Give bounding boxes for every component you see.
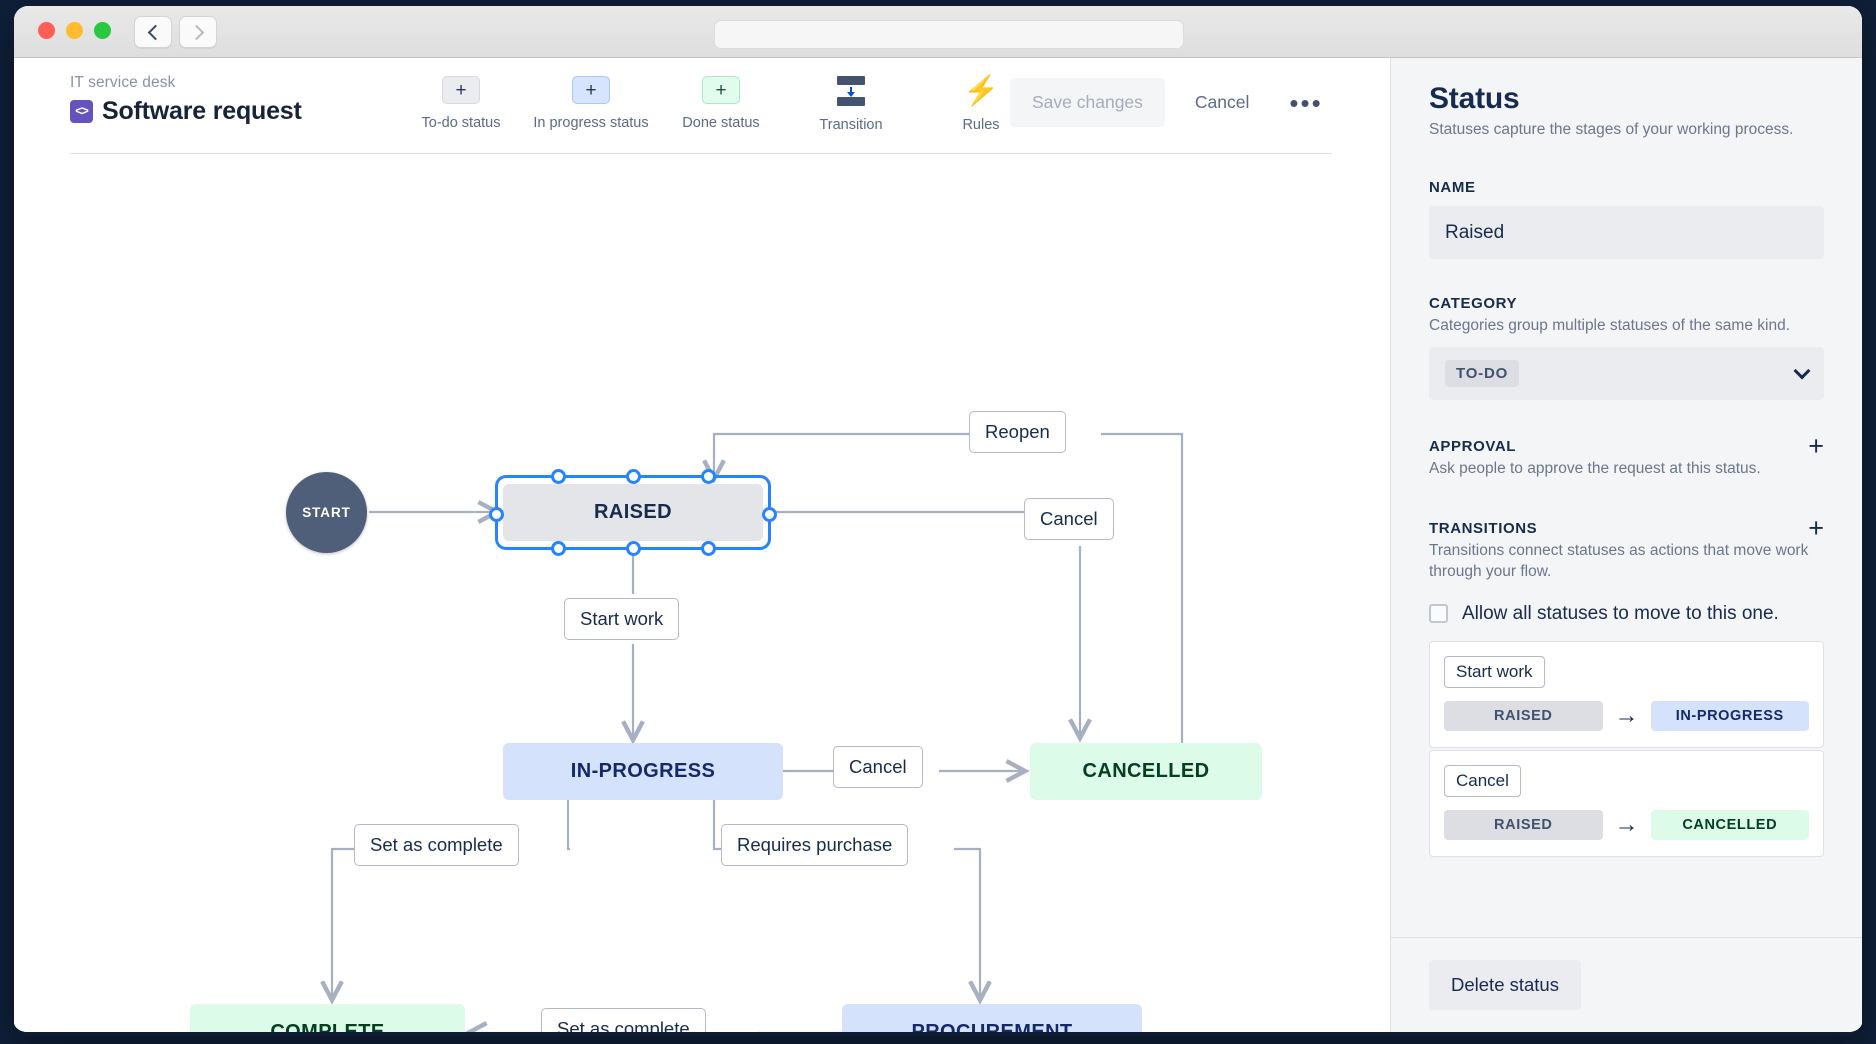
breadcrumb-block: IT service desk <> Software request — [70, 74, 302, 126]
allow-all-statuses-label: Allow all statuses to move to this one. — [1462, 602, 1779, 624]
editor-toolbar: + To-do status + In progress status + Do… — [396, 68, 1046, 133]
edge-label-start-work[interactable]: Start work — [564, 598, 680, 640]
breadcrumb[interactable]: IT service desk — [70, 74, 176, 91]
add-in-progress-status-tool[interactable]: + In progress status — [526, 68, 656, 133]
node-raised[interactable]: RAISED — [503, 484, 763, 541]
address-bar[interactable] — [714, 20, 1184, 49]
workflow-canvas[interactable]: START RAISED IN-PROGRESS CANCELLED COMPL… — [14, 154, 1390, 1032]
chevron-right-icon — [188, 24, 204, 40]
header-divider — [70, 153, 1332, 154]
name-section: NAME — [1429, 179, 1824, 259]
transitions-section: TRANSITIONS + Transitions connect status… — [1429, 513, 1824, 857]
arrow-right-icon: → — [1614, 810, 1639, 838]
add-todo-status-tool[interactable]: + To-do status — [396, 68, 526, 133]
node-start[interactable]: START — [286, 472, 367, 553]
rules-tool[interactable]: ⚡ Rules — [916, 68, 1046, 133]
transition-card[interactable]: Start work RAISED → IN-PROGRESS — [1429, 640, 1824, 748]
page-body: IT service desk <> Software request + To… — [14, 58, 1862, 1032]
edge-label-cancel-raised[interactable]: Cancel — [1024, 498, 1114, 540]
transition-name[interactable]: Cancel — [1444, 764, 1521, 797]
more-options-icon[interactable]: ••• — [1289, 87, 1323, 118]
category-description: Categories group multiple statuses of th… — [1429, 317, 1790, 334]
status-details-panel: Status Statuses capture the stages of yo… — [1390, 58, 1862, 1032]
approval-label: APPROVAL — [1429, 437, 1517, 455]
tool-label: To-do status — [421, 115, 501, 131]
category-label: CATEGORY — [1429, 295, 1518, 312]
edge-label-requires-purchase[interactable]: Requires purchase — [721, 824, 909, 866]
arrow-right-icon: → — [1614, 701, 1639, 729]
approval-header: APPROVAL + — [1429, 431, 1824, 462]
node-procurement[interactable]: PROCUREMENT — [842, 1004, 1142, 1032]
edge-label-set-as-complete-1[interactable]: Set as complete — [354, 824, 519, 866]
plus-icon: + — [572, 76, 610, 104]
project-line: <> Software request — [70, 97, 302, 126]
maximize-window-button[interactable] — [94, 22, 111, 39]
transitions-header: TRANSITIONS + — [1429, 513, 1824, 544]
plus-icon: + — [702, 76, 740, 104]
panel-subtitle: Statuses capture the stages of your work… — [1429, 121, 1794, 138]
tool-label: Rules — [962, 117, 1000, 133]
transition-name[interactable]: Start work — [1444, 655, 1545, 688]
header-actions: Save changes Cancel ••• — [1010, 78, 1323, 127]
traffic-lights — [38, 22, 111, 39]
node-complete[interactable]: COMPLETE — [190, 1004, 465, 1032]
allow-all-statuses-checkbox[interactable] — [1429, 604, 1448, 624]
transition-flow: RAISED → CANCELLED — [1444, 809, 1809, 840]
panel-title: Status — [1429, 82, 1520, 115]
cancel-button[interactable]: Cancel — [1194, 92, 1250, 112]
workflow-editor-region: IT service desk <> Software request + To… — [14, 58, 1390, 1032]
page-title: Software request — [102, 97, 302, 125]
back-button[interactable] — [134, 16, 172, 48]
category-select[interactable]: TO-DO — [1429, 346, 1824, 400]
name-label: NAME — [1429, 179, 1476, 196]
tool-label: In progress status — [533, 115, 649, 131]
allow-all-statuses-row[interactable]: Allow all statuses to move to this one. — [1429, 603, 1824, 625]
transition-to-status: IN-PROGRESS — [1650, 700, 1809, 731]
transition-from-status: RAISED — [1444, 809, 1603, 840]
node-cancelled[interactable]: CANCELLED — [1030, 743, 1262, 800]
transitions-description: Transitions connect statuses as actions … — [1429, 541, 1809, 580]
transition-list: Start work RAISED → IN-PROGRESS Cancel R… — [1429, 640, 1824, 857]
delete-status-button[interactable]: Delete status — [1429, 960, 1581, 1010]
code-brackets-icon: <> — [70, 100, 93, 123]
tool-label: Done status — [682, 115, 760, 131]
minimize-window-button[interactable] — [66, 22, 83, 39]
forward-button[interactable] — [179, 16, 217, 48]
edge-label-reopen[interactable]: Reopen — [969, 411, 1066, 453]
panel-scroll-area[interactable]: Status Statuses capture the stages of yo… — [1391, 58, 1862, 1032]
add-approval-icon[interactable]: + — [1808, 431, 1824, 462]
node-in-progress[interactable]: IN-PROGRESS — [503, 743, 783, 800]
add-transition-tool[interactable]: Transition — [786, 68, 916, 133]
lightning-bolt-icon: ⚡ — [962, 75, 1000, 107]
category-section: CATEGORY Categories group multiple statu… — [1429, 295, 1824, 400]
transition-from-status: RAISED — [1444, 700, 1603, 731]
tool-label: Transition — [819, 117, 883, 133]
browser-chrome — [14, 6, 1862, 58]
panel-footer: Delete status — [1391, 937, 1862, 1032]
add-transition-icon[interactable]: + — [1808, 513, 1824, 544]
navigation-buttons — [134, 16, 217, 48]
status-name-input[interactable] — [1429, 206, 1824, 259]
workflow-edges — [320, 432, 1184, 1032]
app-header: IT service desk <> Software request + To… — [14, 58, 1390, 154]
edge-label-cancel-inprogress[interactable]: Cancel — [833, 746, 923, 788]
save-changes-button[interactable]: Save changes — [1010, 78, 1165, 127]
transitions-label: TRANSITIONS — [1429, 519, 1538, 537]
chevron-down-icon — [1793, 362, 1811, 380]
add-done-status-tool[interactable]: + Done status — [656, 68, 786, 133]
transition-card[interactable]: Cancel RAISED → CANCELLED — [1429, 749, 1824, 857]
transition-flow: RAISED → IN-PROGRESS — [1444, 700, 1809, 731]
edge-label-set-as-complete-2[interactable]: Set as complete — [541, 1008, 706, 1032]
approval-section: APPROVAL + Ask people to approve the req… — [1429, 431, 1824, 480]
browser-window: IT service desk <> Software request + To… — [14, 6, 1862, 1036]
transition-icon — [834, 76, 868, 106]
close-window-button[interactable] — [38, 22, 55, 39]
chevron-left-icon — [147, 24, 163, 40]
approval-description: Ask people to approve the request at thi… — [1429, 459, 1761, 477]
transition-to-status: CANCELLED — [1650, 809, 1809, 840]
category-value-badge: TO-DO — [1445, 359, 1520, 387]
plus-icon: + — [442, 76, 480, 104]
